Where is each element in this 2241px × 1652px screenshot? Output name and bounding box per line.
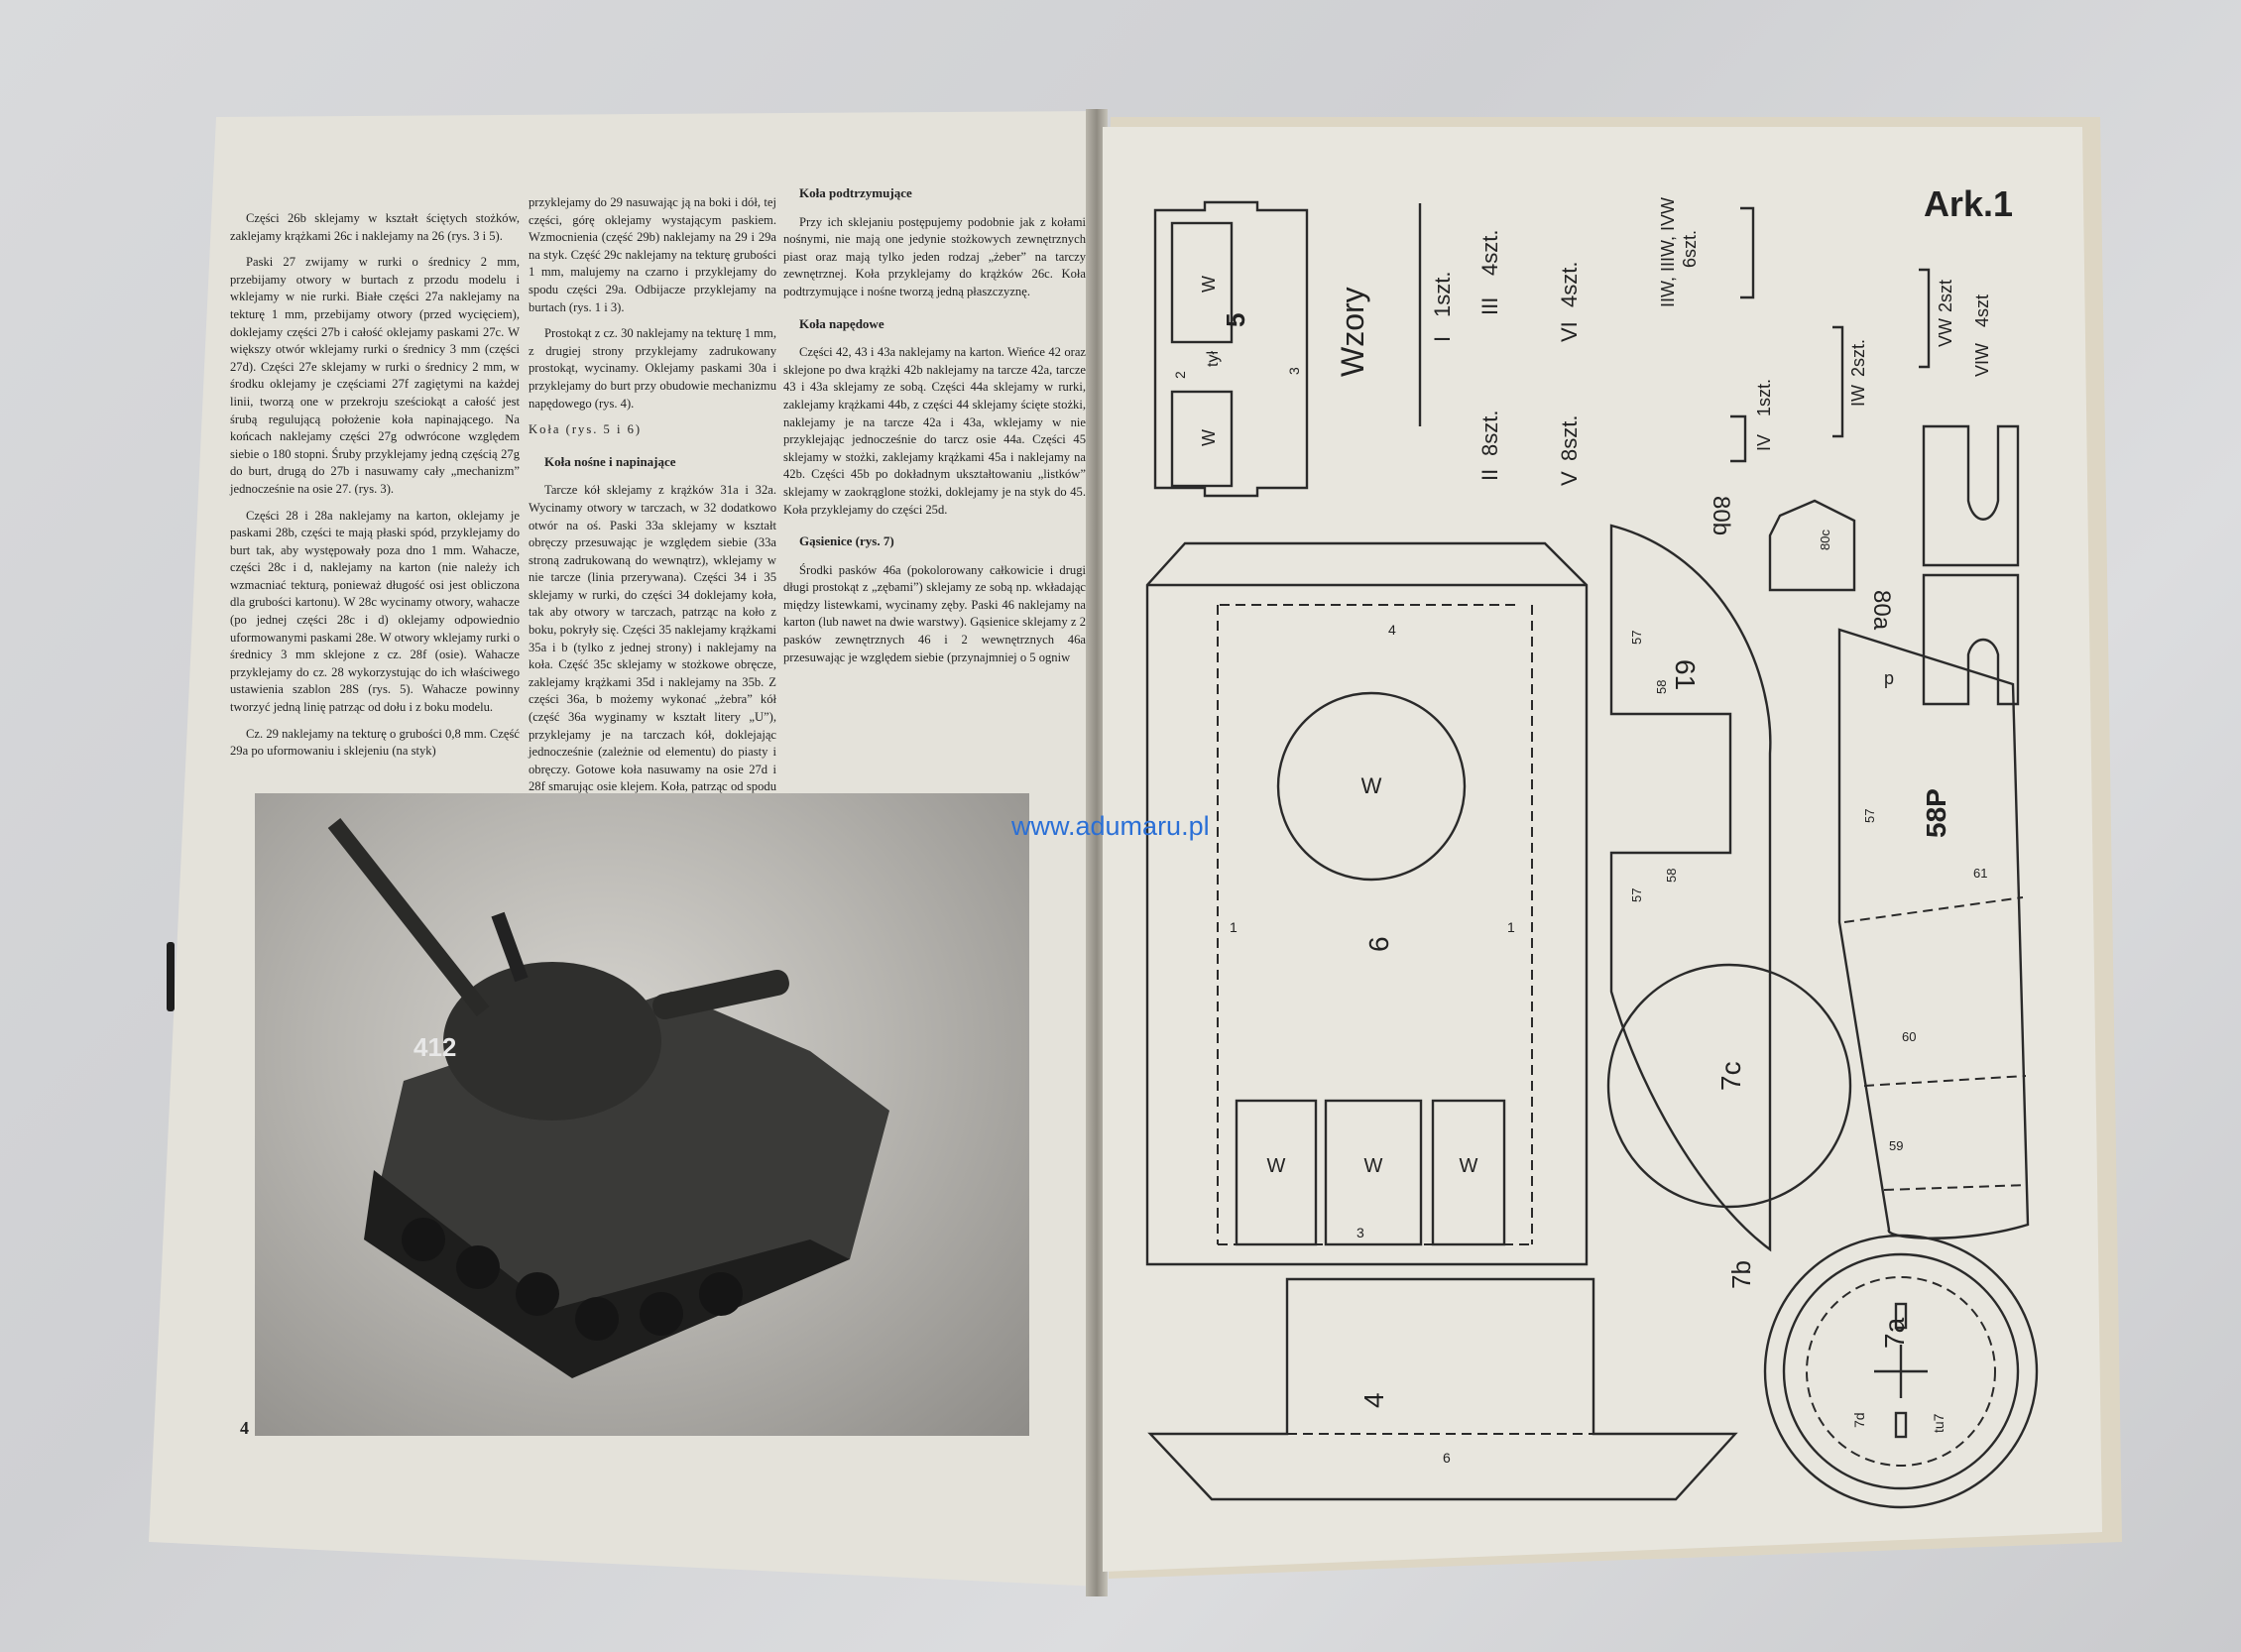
text-column-3: Koła podtrzymujące Przy ich sklejaniu po… <box>783 171 1086 675</box>
pattern-count: 1szt. <box>1430 272 1455 317</box>
part-4: 4 6 <box>1147 1277 1738 1501</box>
pattern-mark: IW <box>1848 385 1868 407</box>
pattern-count: 8szt. <box>1477 411 1502 456</box>
paragraph: Tarcze kół sklejamy z krążków 31a i 32a.… <box>529 483 776 811</box>
section-heading: Koła nośne i napinające <box>544 453 676 469</box>
paragraph: Prostokąt z cz. 30 naklejamy na tekturę … <box>529 326 776 411</box>
binding-clip <box>167 942 175 1011</box>
pattern-mark: IIW, IIIW, IVW <box>1658 197 1678 307</box>
fold-number: 58 <box>1664 869 1679 883</box>
part-6: W 6 W W W 4 1 1 3 <box>1145 541 1589 1266</box>
fold-number: 57 <box>1862 809 1877 823</box>
window-mark: W <box>1364 1155 1383 1177</box>
text-column-2: przyklejamy do 29 nasuwając ją na boki i… <box>529 194 776 823</box>
fold-number: 58 <box>1654 680 1669 694</box>
tank-model-photo: 412 <box>255 793 1029 1436</box>
part-label: 7b <box>1726 1260 1756 1289</box>
pattern-count: 8szt. <box>1557 415 1582 461</box>
part-label: 6 <box>1363 936 1394 952</box>
tank-illustration: 412 <box>327 818 889 1378</box>
pattern-mark: IV <box>1754 434 1774 451</box>
fold-number: 57 <box>1629 888 1644 902</box>
patterns-title: Wzory <box>1335 287 1370 377</box>
part-7c <box>1606 963 1852 1209</box>
window-mark: W <box>1460 1155 1478 1177</box>
fold-number: 61 <box>1973 866 1987 881</box>
pattern-mark: VI <box>1557 321 1582 342</box>
rear-label: tył <box>1205 351 1222 367</box>
fold-number: 57 <box>1629 631 1644 645</box>
text-column-1: Części 26b sklejamy w kształt ściętych s… <box>230 210 520 769</box>
part-61: 61 57 58 57 58 <box>1609 524 1772 1252</box>
pattern-count: 6szt. <box>1680 230 1700 268</box>
part-80c <box>1768 499 1856 592</box>
section-heading: Koła podtrzymujące <box>799 185 912 200</box>
paragraph: Przy ich sklejaniu postępujemy podobnie … <box>783 214 1086 298</box>
page-number: 4 <box>240 1418 249 1438</box>
paragraph: Części 42, 43 i 43a naklejamy na karton.… <box>783 345 1086 517</box>
part-58p: 58P 57 61 60 59 <box>1837 628 2030 1239</box>
pattern-count: 2szt <box>1936 280 1955 312</box>
part-label: 7d <box>1851 1412 1867 1428</box>
sheet-label: Ark.1 <box>1924 183 2013 224</box>
part-label: 4 <box>1358 1392 1389 1408</box>
pattern-mark: VIW <box>1972 343 1992 377</box>
part-5: 5 W W tył 2 3 <box>1153 200 1309 498</box>
paragraph: Cz. 29 naklejamy na tekturę o grubości 0… <box>230 726 520 759</box>
part-label: 7a <box>1879 1317 1910 1349</box>
fold-number: 3 <box>1286 367 1302 375</box>
watermark: www.adumaru.pl <box>1011 811 1210 841</box>
paragraph: Części 26b sklejamy w kształt ściętych s… <box>230 211 520 243</box>
pattern-legend: I 1szt. III 4szt. VI 4szt. IIW, IIIW, IV… <box>1430 197 1992 486</box>
pattern-count: 4szt <box>1972 295 1992 327</box>
pattern-count: 2szt. <box>1848 339 1868 377</box>
part-label: 58P <box>1921 788 1951 838</box>
pattern-count: 4szt. <box>1477 230 1502 276</box>
pattern-count: 4szt. <box>1557 262 1582 307</box>
paragraph: Części 28 i 28a naklejamy na karton, okl… <box>230 508 520 715</box>
paragraph: Paski 27 zwijamy w rurki o średnicy 2 mm… <box>230 255 520 496</box>
fold-number: 4 <box>1388 622 1396 638</box>
part-label: 61 <box>1670 659 1701 690</box>
part-80a-bottom <box>1922 573 2020 706</box>
turret-number: 412 <box>413 1032 456 1062</box>
part-label: 80b <box>1708 496 1734 535</box>
section-heading: Koła napędowe <box>799 315 885 331</box>
pattern-mark: VW <box>1936 318 1955 347</box>
fold-number: 2 <box>1172 371 1188 379</box>
fold-number: 3 <box>1356 1225 1364 1240</box>
paragraph: Koła (rys. 5 i 6) <box>529 422 643 437</box>
part-label: 80a <box>1868 590 1895 631</box>
fold-number: 1 <box>1507 919 1515 935</box>
part-7a: 7a 7d tu7 <box>1763 1234 2039 1509</box>
fold-number: 6 <box>1443 1450 1451 1466</box>
fold-number: 1 <box>1230 919 1238 935</box>
section-heading: Gąsienice (rys. 7) <box>799 533 894 549</box>
window-mark: W <box>1199 429 1219 446</box>
window-mark: W <box>1199 276 1219 293</box>
part-label: 7c <box>1715 1061 1746 1091</box>
paragraph: przyklejamy do 29 nasuwając ją na boki i… <box>529 195 776 314</box>
pattern-mark: V <box>1557 471 1582 486</box>
part-80a-top <box>1922 424 2020 567</box>
fold-number: 60 <box>1902 1029 1916 1044</box>
fold-number: 59 <box>1889 1138 1903 1153</box>
paragraph: Środki pasków 46a (pokolorowany całkowic… <box>783 562 1086 664</box>
part-label: p <box>1884 668 1894 688</box>
pattern-mark: III <box>1477 297 1502 315</box>
part-label: tu7 <box>1931 1413 1946 1433</box>
part-label: 5 <box>1221 313 1250 327</box>
window-mark: W <box>1361 773 1382 798</box>
spine-shadow <box>1086 109 1108 1596</box>
part-label: 80c <box>1818 530 1832 550</box>
pattern-count: 1szt. <box>1754 379 1774 416</box>
pattern-mark: I <box>1430 336 1455 342</box>
pattern-mark: II <box>1477 469 1502 481</box>
window-mark: W <box>1267 1155 1286 1177</box>
